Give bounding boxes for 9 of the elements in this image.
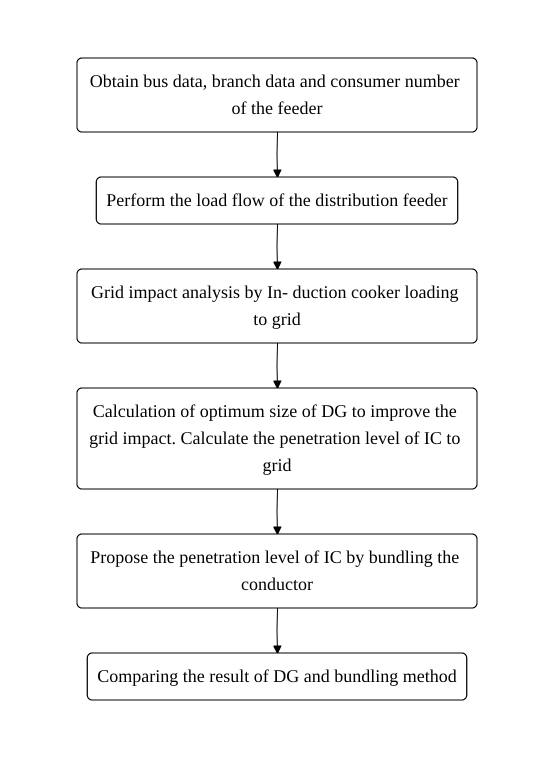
node-text: Grid impact analysis by In- duction cooker loading to grid (91, 282, 458, 328)
arrow (272, 342, 282, 388)
arrow (272, 608, 282, 654)
node-text: Obtain bus data, branch data and consumer number of the feeder (90, 70, 460, 118)
node-text: Calculation of optimum size of DG to improve the grid impact. Calculate the penetration level of IC to grid (89, 400, 460, 474)
arrow (272, 488, 282, 534)
arrow (272, 224, 282, 270)
arrow (272, 132, 282, 178)
node-text: Propose the penetration level of IC by bundling the conductor (90, 546, 460, 594)
